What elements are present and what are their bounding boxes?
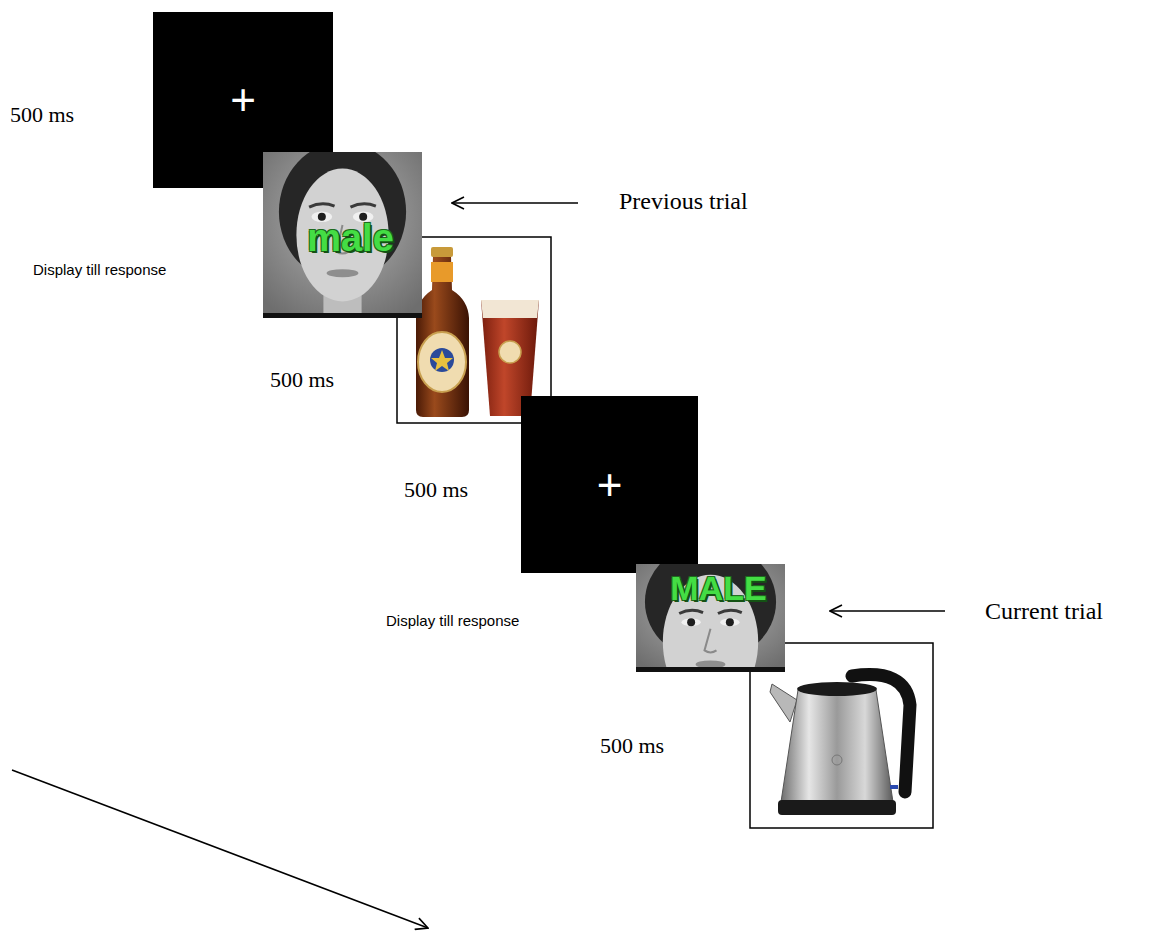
pointer-arrow bbox=[452, 202, 578, 204]
face-stimulus: MALE bbox=[636, 564, 801, 672]
face-nose bbox=[705, 629, 717, 653]
duration-label: 500 ms bbox=[600, 733, 664, 759]
face-eyebrow bbox=[679, 610, 703, 613]
bottle-cap bbox=[431, 247, 453, 257]
face-eyebrow bbox=[718, 610, 742, 613]
duration-note: Display till response bbox=[386, 612, 519, 629]
gender-word: male bbox=[263, 218, 438, 260]
label-star bbox=[430, 348, 454, 372]
face-iris bbox=[726, 618, 734, 626]
trial-label: Current trial bbox=[985, 598, 1103, 625]
beer-foam bbox=[481, 300, 539, 318]
face-eye bbox=[681, 618, 700, 626]
kettle-light bbox=[890, 785, 898, 789]
bottle-label bbox=[418, 332, 466, 392]
star-shape bbox=[431, 350, 453, 371]
face-eyebrow bbox=[309, 204, 334, 207]
kettle-body bbox=[781, 690, 893, 802]
pointer-arrow bbox=[830, 610, 945, 612]
fixation-cross: + bbox=[597, 463, 623, 507]
gender-word: MALE bbox=[636, 570, 801, 607]
kettle-lid bbox=[797, 682, 877, 696]
time-arrow bbox=[12, 770, 428, 928]
beer-bottle bbox=[416, 256, 469, 417]
face-iris bbox=[687, 618, 695, 626]
fixation-cross: + bbox=[230, 78, 256, 122]
duration-label: 500 ms bbox=[404, 477, 468, 503]
photo-edge bbox=[636, 667, 785, 672]
photo-edge bbox=[263, 313, 422, 318]
duration-note: Display till response bbox=[33, 261, 166, 278]
kettle-spout bbox=[770, 684, 797, 722]
face-eye bbox=[720, 618, 739, 626]
trial-label: Previous trial bbox=[619, 188, 748, 215]
kettle-logo bbox=[832, 755, 842, 765]
face-stimulus: male bbox=[263, 152, 438, 318]
fixation-screen: + bbox=[521, 396, 698, 573]
duration-label: 500 ms bbox=[270, 367, 334, 393]
neck-label bbox=[431, 262, 453, 282]
kettle-base bbox=[778, 800, 896, 815]
duration-label: 500 ms bbox=[10, 102, 74, 128]
face-eyebrow bbox=[350, 204, 375, 207]
face-mouth bbox=[327, 269, 359, 277]
glass-emblem bbox=[499, 341, 521, 363]
